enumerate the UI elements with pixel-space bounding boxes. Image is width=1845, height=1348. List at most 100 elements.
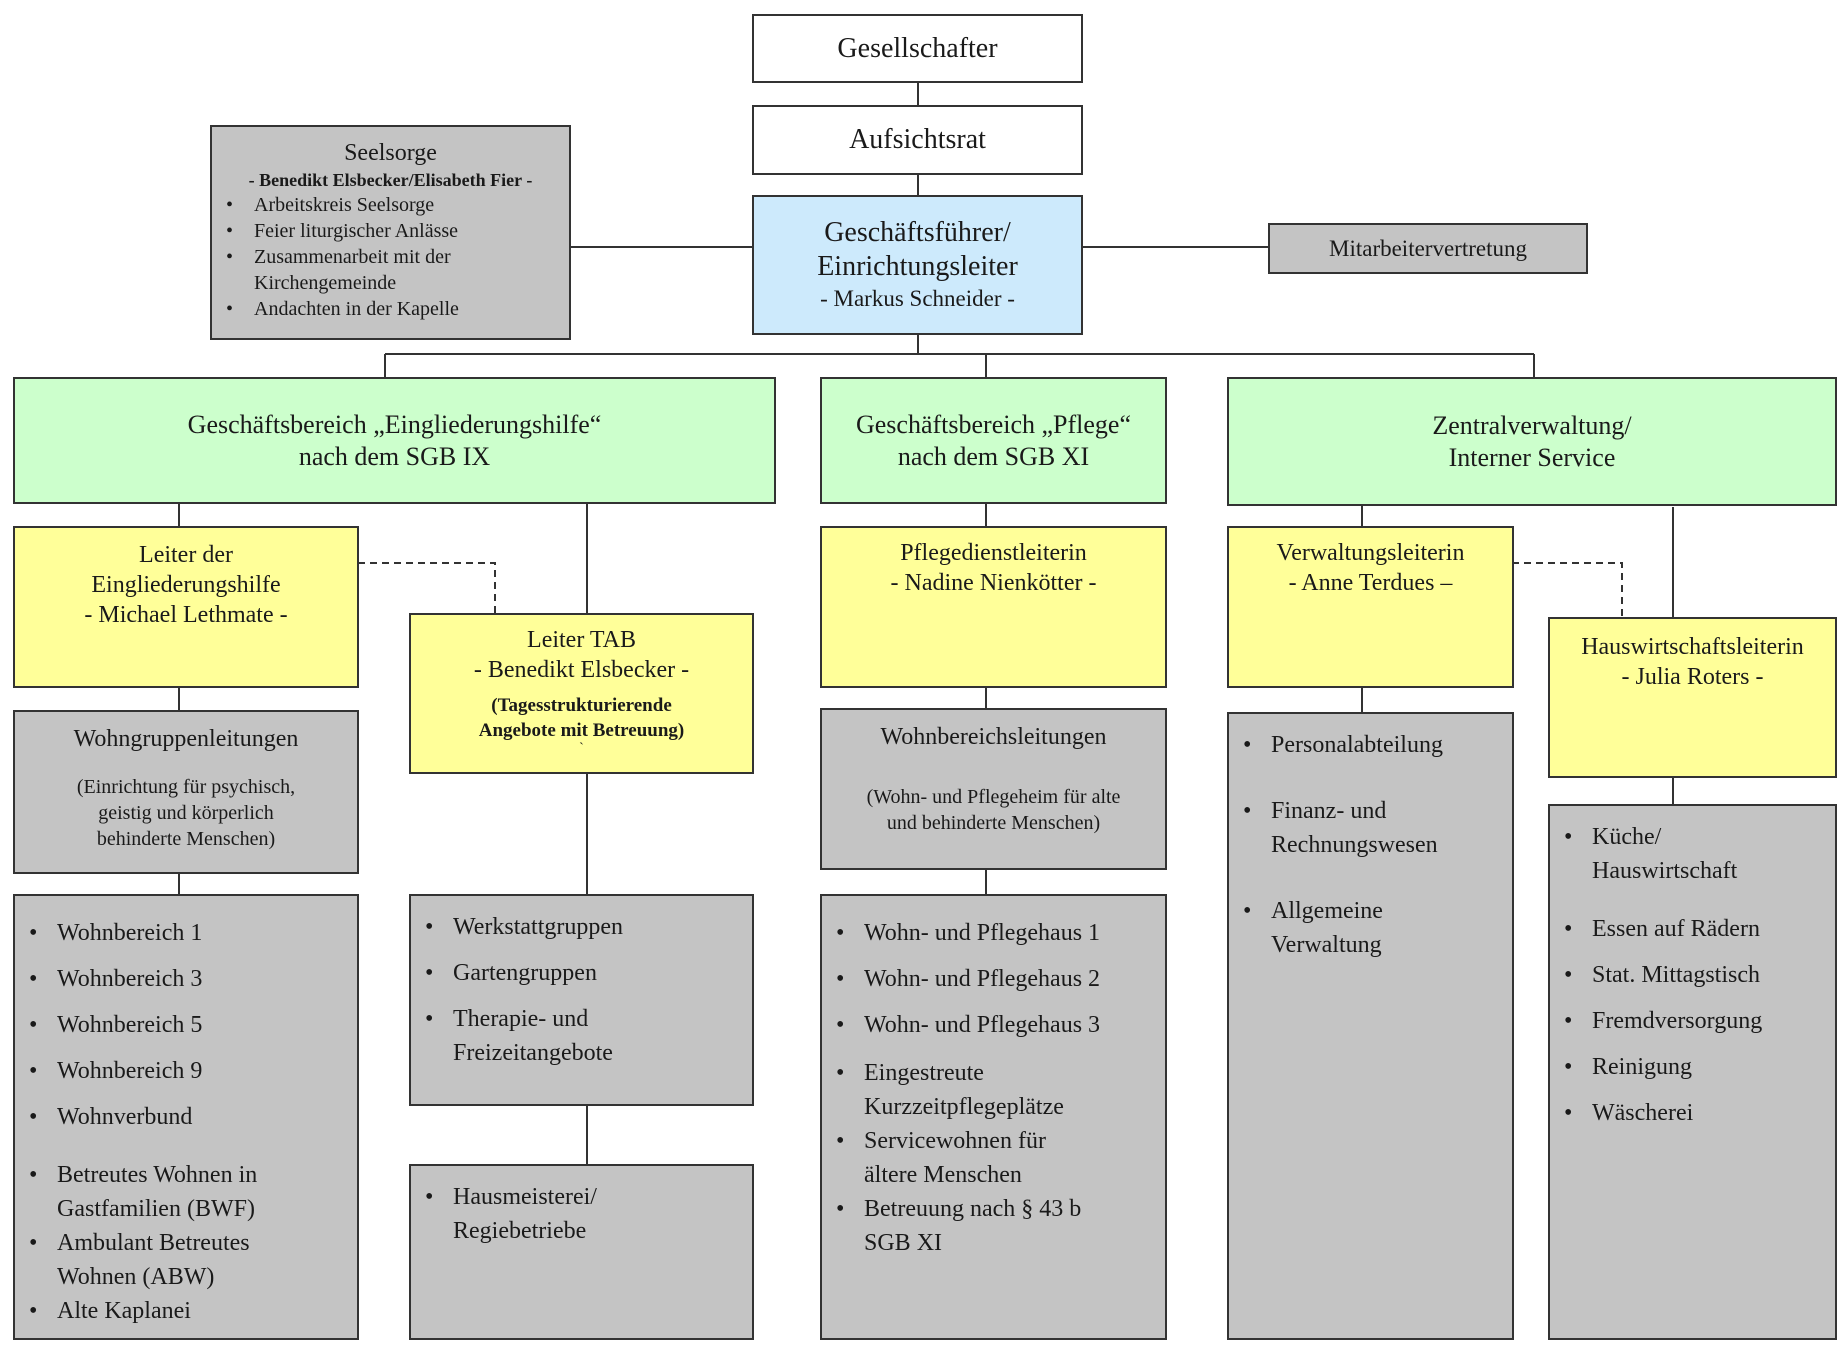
hwl-name: - Julia Roters - [1621, 664, 1764, 690]
gf-title-line2: Einrichtungsleiter [817, 251, 1018, 282]
verwaltung-list: Personalabteilung Finanz- und Rechnungsw… [1229, 728, 1443, 962]
list-item: Zusammenarbeit mit der Kirchengemeinde [212, 244, 484, 296]
box-geschaeftsfuehrer: Geschäftsführer/ Einrichtungsleiter - Ma… [752, 195, 1083, 335]
dashed-connector [1512, 562, 1623, 617]
box-wohngruppenleitungen: Wohngruppenleitungen (Einrichtung für ps… [13, 710, 359, 874]
list-item: Wohnbereich 5 [15, 1002, 357, 1048]
list-item: Gartengruppen [411, 956, 661, 990]
tab-leader-title: Leiter TAB [527, 627, 636, 653]
list-item: Allgemeine Verwaltung [1229, 894, 1439, 962]
hauswirtschaft-services-list: Essen auf Rädern Stat. Mittagstisch Frem… [1550, 906, 1835, 1136]
eh-leader-line1: Leiter der [139, 542, 233, 568]
box-list-wohnbereiche: Wohnbereich 1 Wohnbereich 3 Wohnbereich … [13, 894, 359, 1340]
mitarbeitervertretung-label: Mitarbeitervertretung [1329, 235, 1527, 261]
box-list-pflegehaeuser: Wohn- und Pflegehaus 1 Wohn- und Pflegeh… [820, 894, 1167, 1340]
wohnbereichsleitungen-title: Wohnbereichsleitungen [880, 724, 1107, 750]
list-item: Fremdversorgung [1550, 998, 1835, 1044]
wohnbereichsleitungen-desc-line1: (Wohn- und Pflegeheim für alte [866, 786, 1121, 808]
list-item: Alte Kaplanei [15, 1294, 275, 1328]
list-item: Andachten in der Kapelle [212, 296, 569, 322]
list-item: Stat. Mittagstisch [1550, 952, 1835, 998]
list-item: Wohnverbund [15, 1094, 357, 1140]
box-list-hauswirtschaft: Küche/ Hauswirtschaft Essen auf Rädern S… [1548, 804, 1837, 1340]
pflege-services-list: Eingestreute Kurzzeitpflegeplätze Servic… [822, 1056, 1082, 1260]
eh-leader-name: - Michael Lethmate - [84, 602, 288, 628]
list-item: Betreuung nach § 43 b SGB XI [822, 1192, 1082, 1260]
list-item: Wohnbereich 9 [15, 1048, 357, 1094]
zentral-title-line2: Interner Service [1448, 442, 1616, 472]
eh-leader-line2: Eingliederungshilfe [91, 572, 281, 598]
list-item: Therapie- und Freizeitangebote [411, 1002, 661, 1070]
box-gesellschafter: Gesellschafter [752, 14, 1083, 83]
box-pflegedienstleitung: Pflegedienstleiterin - Nadine Nienkötter… [820, 526, 1167, 688]
dashed-connector [358, 562, 496, 613]
box-mitarbeitervertretung: Mitarbeitervertretung [1268, 223, 1588, 274]
vl-title: Verwaltungsleiterin [1276, 540, 1465, 566]
box-leiter-tab: Leiter TAB - Benedikt Elsbecker - (Tages… [409, 613, 754, 774]
seelsorge-names: - Benedikt Elsbecker/Elisabeth Fier - [248, 170, 533, 190]
seelsorge-list: Arbeitskreis Seelsorge Feier liturgische… [212, 192, 569, 322]
pdl-name: - Nadine Nienkötter - [890, 570, 1097, 596]
gf-title-line1: Geschäftsführer/ [824, 217, 1011, 248]
list-item: Werkstattgruppen [411, 910, 661, 944]
box-list-hausmeisterei: Hausmeisterei/ Regiebetriebe [409, 1164, 754, 1340]
tab-mark: ` [579, 741, 584, 756]
list-item: Wäscherei [1550, 1090, 1835, 1136]
list-item: Wohnbereich 3 [15, 956, 357, 1002]
list-item: Küche/ Hauswirtschaft [1550, 820, 1750, 888]
box-eingliederungshilfe: Geschäftsbereich „Eingliederungshilfe“ n… [13, 377, 776, 504]
box-wohnbereichsleitungen: Wohnbereichsleitungen (Wohn- und Pflegeh… [820, 708, 1167, 870]
list-item: Wohn- und Pflegehaus 3 [822, 1002, 1165, 1048]
box-leiter-eingliederungshilfe: Leiter der Eingliederungshilfe - Michael… [13, 526, 359, 688]
pflegehaeuser-list: Wohn- und Pflegehaus 1 Wohn- und Pflegeh… [822, 910, 1165, 1048]
box-hauswirtschaftsleitung: Hauswirtschaftsleiterin - Julia Roters - [1548, 617, 1837, 778]
pdl-title: Pflegedienstleiterin [900, 540, 1087, 566]
ambulant-list: Betreutes Wohnen in Gastfamilien (BWF) A… [15, 1158, 275, 1328]
box-verwaltungsleitung: Verwaltungsleiterin - Anne Terdues – [1227, 526, 1514, 688]
wohnbereichsleitungen-desc-line2: und behinderte Menschen) [886, 812, 1101, 834]
pflege-title-line2: nach dem SGB XI [897, 441, 1090, 471]
list-item: Wohn- und Pflegehaus 2 [822, 956, 1165, 1002]
tab-leader-name: - Benedikt Elsbecker - [473, 657, 690, 683]
seelsorge-title: Seelsorge [344, 140, 437, 166]
tab-note-line2: Angebote mit Betreuung) [478, 720, 685, 741]
list-item: Personalabteilung [1229, 728, 1443, 762]
list-item: Arbeitskreis Seelsorge [212, 192, 569, 218]
list-item: Feier liturgischer Anlässe [212, 218, 569, 244]
kueche-list: Küche/ Hauswirtschaft [1550, 820, 1750, 888]
list-item: Betreutes Wohnen in Gastfamilien (BWF) [15, 1158, 275, 1226]
list-item: Ambulant Betreutes Wohnen (ABW) [15, 1226, 275, 1294]
tab-list: Werkstattgruppen Gartengruppen Therapie-… [411, 910, 661, 1070]
list-item: Wohnbereich 1 [15, 910, 357, 956]
list-item: Servicewohnen für ältere Menschen [822, 1124, 1082, 1192]
eingliederung-title-line1: Geschäftsbereich „Eingliederungshilfe“ [187, 409, 602, 439]
wohnbereiche-list: Wohnbereich 1 Wohnbereich 3 Wohnbereich … [15, 910, 357, 1140]
box-aufsichtsrat: Aufsichtsrat [752, 105, 1083, 175]
gf-name: - Markus Schneider - [820, 286, 1015, 311]
box-seelsorge: Seelsorge - Benedikt Elsbecker/Elisabeth… [210, 125, 571, 340]
box-zentralverwaltung: Zentralverwaltung/ Interner Service [1227, 377, 1837, 506]
box-list-tab: Werkstattgruppen Gartengruppen Therapie-… [409, 894, 754, 1106]
list-item: Eingestreute Kurzzeitpflegeplätze [822, 1056, 1082, 1124]
wohngruppen-desc-line1: (Einrichtung für psychisch, [76, 776, 296, 798]
list-item: Wohn- und Pflegehaus 1 [822, 910, 1165, 956]
box-list-verwaltung: Personalabteilung Finanz- und Rechnungsw… [1227, 712, 1514, 1340]
list-item: Essen auf Rädern [1550, 906, 1835, 952]
wohngruppen-desc-line3: behinderte Menschen) [96, 828, 276, 850]
tab-note-line1: (Tagesstrukturierende [491, 695, 672, 716]
wohngruppen-title: Wohngruppenleitungen [73, 726, 299, 752]
vl-name: - Anne Terdues – [1288, 570, 1453, 596]
aufsichtsrat-label: Aufsichtsrat [849, 124, 986, 155]
pflege-title-line1: Geschäftsbereich „Pflege“ [855, 409, 1132, 439]
zentral-title-line1: Zentralverwaltung/ [1432, 410, 1632, 440]
hausmeisterei-list: Hausmeisterei/ Regiebetriebe [411, 1180, 631, 1248]
hwl-title: Hauswirtschaftsleiterin [1581, 634, 1804, 660]
box-pflege: Geschäftsbereich „Pflege“ nach dem SGB X… [820, 377, 1167, 504]
wohngruppen-desc-line2: geistig und körperlich [98, 802, 274, 824]
list-item: Reinigung [1550, 1044, 1835, 1090]
eingliederung-title-line2: nach dem SGB IX [298, 441, 491, 471]
list-item: Finanz- und Rechnungswesen [1229, 794, 1439, 862]
gesellschafter-label: Gesellschafter [837, 32, 998, 64]
